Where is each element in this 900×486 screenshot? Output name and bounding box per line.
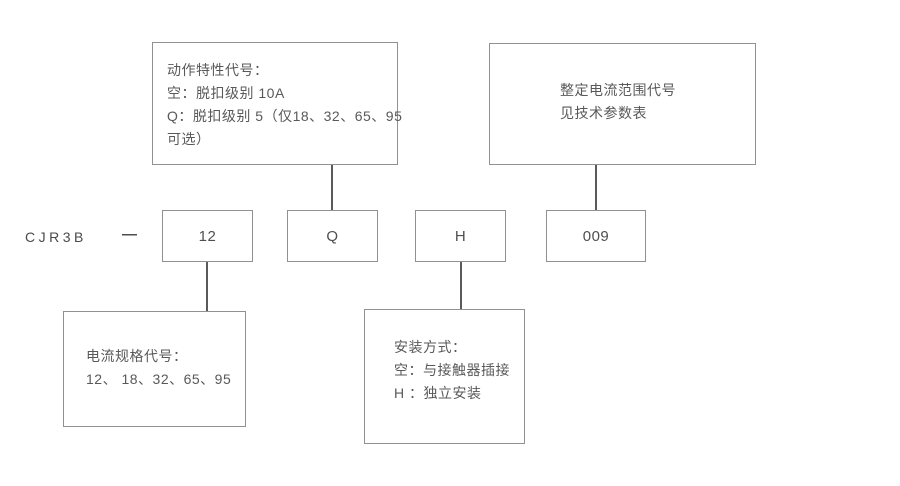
callout-line: Q：脱扣级别 5（仅18、32、65、95 — [167, 108, 403, 124]
callout-line: 12、 18、32、65、95 — [86, 371, 232, 387]
model-separator: — — [122, 226, 137, 243]
callout-action-characteristic: 动作特性代号： 空：脱扣级别 10A Q：脱扣级别 5（仅18、32、65、95… — [152, 42, 403, 165]
connector-line — [595, 165, 597, 210]
model-prefix: CJR3B — [25, 229, 87, 245]
callout-current-spec: 电流规格代号： 12、 18、32、65、95 — [63, 311, 246, 427]
callout-mounting-style: 安装方式： 空：与接触器插接 H ：独立安装 — [364, 309, 525, 444]
code-box-current-spec: 12 — [162, 210, 253, 262]
callout-line: 电流规格代号： — [86, 348, 188, 364]
callout-line: 见技术参数表 — [560, 105, 647, 121]
code-box-current-range: 009 — [546, 210, 646, 262]
callout-line: H ：独立安装 — [394, 385, 482, 401]
callout-current-range: 整定电流范围代号 见技术参数表 — [489, 43, 756, 165]
code-box-trip-class: Q — [287, 210, 378, 262]
connector-line — [331, 165, 333, 210]
code-box-mounting: H — [415, 210, 506, 262]
callout-line: 整定电流范围代号 — [560, 82, 676, 98]
connector-line — [460, 262, 462, 309]
callout-line: 动作特性代号： — [167, 62, 269, 78]
callout-line: 安装方式： — [394, 339, 467, 355]
connector-line — [206, 262, 208, 311]
callout-line: 空：与接触器插接 — [394, 362, 510, 378]
callout-line: 空：脱扣级别 10A — [167, 85, 285, 101]
callout-line: 可选） — [167, 131, 211, 147]
